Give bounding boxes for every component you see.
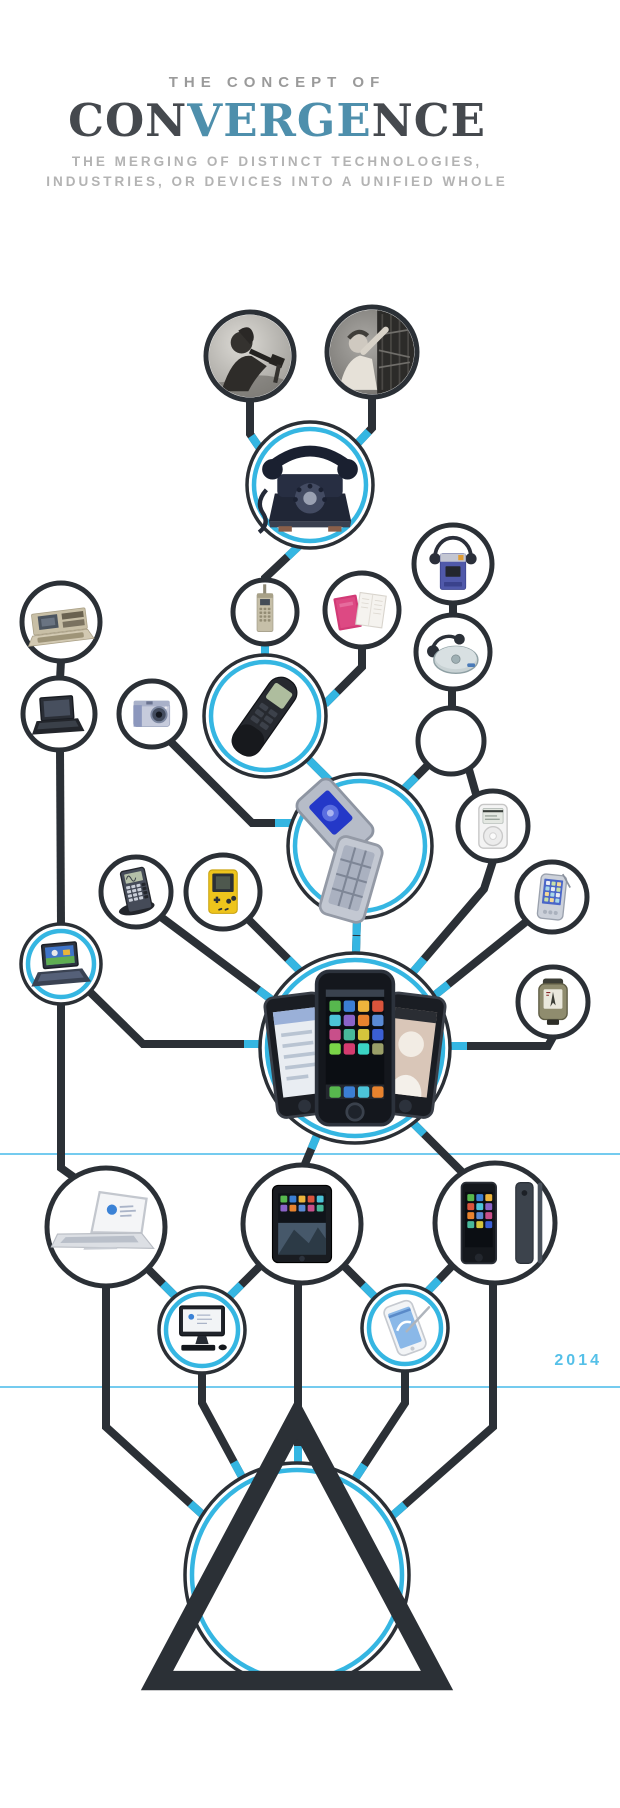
- link-cyan-tip: [285, 956, 303, 974]
- link-cyan-tip: [226, 1282, 244, 1300]
- gameboy-icon: [208, 869, 238, 914]
- razr-flip-phone-icon: [295, 777, 384, 924]
- ipad-icon: [271, 1184, 333, 1264]
- node-convergence-symbol: [140, 1397, 454, 1691]
- gps-device-icon: [538, 978, 568, 1025]
- title-segment-con: CON: [68, 94, 188, 147]
- node-portable-computer: [19, 580, 103, 664]
- node-switchboard-photo: [324, 304, 420, 400]
- netbook-icon: [31, 941, 92, 987]
- page-title: CONVERGENCE: [0, 97, 554, 144]
- link-gps-device-to-iphone: [450, 1035, 557, 1050]
- brick-cellphone-icon: [256, 584, 274, 632]
- node-mp3-player: [415, 705, 487, 777]
- link-cyan-tip: [230, 1460, 246, 1479]
- link-cyan-tip: [160, 1281, 178, 1299]
- convergence-symbol-icon: [140, 1397, 454, 1691]
- node-paper-organizer: [322, 570, 402, 650]
- link-hp-laptop-to-convergence-symbol: [102, 1286, 206, 1518]
- hp-laptop-icon: [50, 1190, 155, 1250]
- nokia-8110-icon: [231, 676, 298, 757]
- iphone-5-icon: [460, 1181, 543, 1265]
- digital-camera-icon: [133, 700, 171, 728]
- node-netbook: [19, 922, 103, 1006]
- link-cyan-tip: [401, 774, 419, 792]
- link-iphone-5-to-convergence-symbol: [389, 1283, 497, 1520]
- node-galaxy-note: [360, 1283, 450, 1373]
- node-ipod: [455, 788, 531, 864]
- node-laptop: [20, 675, 98, 753]
- node-brick-cellphone: [230, 577, 300, 647]
- node-bell-photo: [203, 309, 297, 403]
- paper-organizer-icon: [333, 591, 387, 631]
- link-cyan-tip: [389, 1501, 408, 1520]
- link-cyan-tip: [432, 981, 451, 999]
- node-digital-camera: [116, 678, 188, 750]
- link-cyan-tip: [351, 1462, 368, 1482]
- title-segment-nce: NCE: [371, 94, 486, 147]
- poster-header: THE CONCEPT OF CONVERGENCE THE MERGING O…: [0, 74, 554, 191]
- link-hp-allinone-to-convergence-symbol: [198, 1373, 246, 1479]
- link-palm-pda-to-iphone: [432, 917, 530, 999]
- link-netbook-to-hp-laptop: [57, 1004, 78, 1182]
- subtitle-line-1: THE MERGING OF DISTINCT TECHNOLOGIES,: [71, 154, 483, 170]
- node-graphing-calculator: [98, 854, 174, 930]
- link-cyan-tip: [424, 1276, 442, 1295]
- link-ipod-to-iphone: [409, 859, 497, 975]
- link-paper-organizer-to-nokia-8110: [322, 646, 366, 707]
- link-cyan-tip: [360, 1282, 378, 1300]
- node-nokia-8110: [202, 653, 328, 779]
- node-hp-laptop: [44, 1165, 168, 1289]
- node-gameboy: [183, 852, 263, 932]
- rotary-telephone-icon: [257, 445, 358, 534]
- node-walkman: [411, 522, 495, 606]
- link-cyan-tip: [409, 956, 428, 975]
- walkman-icon: [429, 535, 477, 590]
- laptop-icon: [31, 695, 85, 735]
- node-palm-pda: [514, 859, 590, 935]
- subtitle-line-2: INDUSTRIES, OR DEVICES INTO A UNIFIED WH…: [46, 173, 508, 189]
- node-ipad: [240, 1162, 364, 1286]
- node-hp-allinone: [157, 1285, 247, 1375]
- hp-allinone-icon: [179, 1305, 227, 1351]
- link-cyan-tip: [354, 428, 372, 447]
- title-segment-verge: VERGE: [187, 94, 372, 147]
- node-cd-player: [413, 612, 493, 692]
- link-graphing-calculator-to-iphone: [158, 913, 275, 1004]
- node-rotary-telephone: [245, 420, 375, 550]
- link-cyan-tip: [187, 1500, 206, 1518]
- galaxy-note-icon: [383, 1299, 431, 1357]
- switchboard-photo-image: [329, 309, 415, 395]
- year-label: 2014: [554, 1352, 602, 1369]
- link-cyan-tip: [305, 756, 323, 774]
- palm-pda-icon: [536, 873, 571, 921]
- link-galaxy-note-to-convergence-symbol: [351, 1371, 409, 1482]
- node-iphone-5: [432, 1160, 558, 1286]
- node-razr-flip-phone: [286, 772, 434, 924]
- graphing-calculator-icon: [118, 866, 155, 916]
- eyebrow-text: THE CONCEPT OF: [168, 74, 386, 91]
- ipod-icon: [478, 803, 508, 849]
- node-iphone: [258, 951, 452, 1145]
- node-gps-device: [515, 964, 591, 1040]
- portable-computer-icon: [27, 607, 95, 647]
- iphone-icon: [263, 969, 447, 1127]
- link-netbook-to-iphone: [87, 989, 261, 1048]
- link-laptop-to-netbook: [56, 749, 65, 926]
- link-cyan-tip: [322, 689, 340, 707]
- cd-player-icon: [427, 633, 479, 675]
